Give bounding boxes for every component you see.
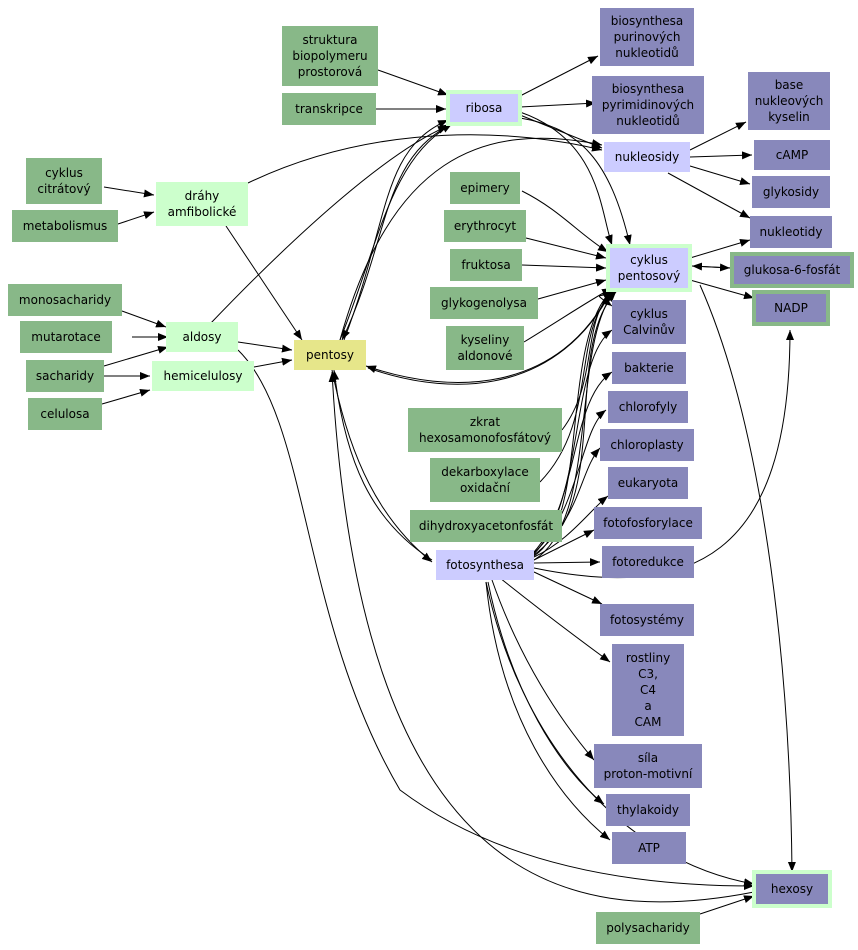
- edge-polysacharidy-hexosy: [699, 895, 755, 915]
- edge-aldosy-ribosa: [209, 125, 449, 325]
- node-bakterie[interactable]: bakterie: [612, 352, 686, 384]
- node-fotosystemy[interactable]: fotosystémy: [600, 604, 694, 636]
- edge-foto-chloroplasty: [533, 447, 601, 556]
- edge-cyklus-hexosy: [699, 284, 796, 873]
- node-eukaryota[interactable]: eukaryota: [608, 467, 688, 499]
- edge-sacharidy-aldosy: [103, 346, 169, 367]
- node-metabolismus[interactable]: metabolismus: [12, 210, 118, 242]
- edge-metabolismus-drahy: [117, 211, 155, 225]
- edge-dekarboxylace-cyklus: [539, 291, 615, 483]
- edge-foto-eukaryota: [533, 495, 609, 558]
- node-celulosa[interactable]: celulosa: [28, 398, 102, 430]
- edge-drahy-nukleosidy: [247, 134, 603, 184]
- node-chloroplasty[interactable]: chloroplasty: [600, 429, 694, 461]
- edge-monosacharidy-aldosy: [121, 310, 167, 328]
- node-pentosy[interactable]: pentosy: [294, 340, 366, 370]
- node-biosynthesa-pyrim[interactable]: biosynthesa pyrimidinových nukleotidů: [592, 76, 704, 134]
- node-aldosy[interactable]: aldosy: [166, 322, 238, 352]
- node-epimery[interactable]: epimery: [450, 172, 520, 204]
- node-transkripce[interactable]: transkripce: [282, 93, 376, 125]
- node-chlorofyly[interactable]: chlorofyly: [608, 391, 688, 423]
- edge-nukleosidy-base: [689, 121, 747, 151]
- edge-ribosa-hexosy-down: [519, 111, 613, 246]
- edge-foto-fotosystemy: [533, 571, 603, 605]
- node-base[interactable]: base nukleových kyselin: [748, 72, 830, 130]
- edge-aldosy-pentosy: [237, 341, 293, 353]
- edge-cyklus-nukleotidy: [689, 239, 751, 259]
- edge-foto-atp: [485, 581, 611, 841]
- node-glykogenolysa[interactable]: glykogenolysa: [430, 287, 538, 319]
- node-cyklus-pentosovy[interactable]: cyklus pentosový: [606, 244, 692, 292]
- edge-cyklus-nadp: [689, 279, 755, 300]
- edge-fruktosa-cyklus: [521, 263, 607, 272]
- node-cyklus-calvinuv[interactable]: cyklus Calvinův: [612, 300, 686, 344]
- node-polysacharidy[interactable]: polysacharidy: [596, 912, 700, 944]
- node-nukleotidy[interactable]: nukleotidy: [750, 216, 832, 248]
- edge-foto-rostliny: [499, 577, 611, 663]
- node-sacharidy[interactable]: sacharidy: [26, 360, 104, 392]
- node-erythrocyt[interactable]: erythrocyt: [444, 210, 526, 242]
- edge-erythrocyt-cyklus: [525, 237, 607, 260]
- edge-aldosy-hexosy: [237, 349, 755, 890]
- edge-foto-fotoredukce: [533, 558, 601, 567]
- edge-foto-nadp: [533, 329, 794, 579]
- edge-foto-hexosy: [485, 581, 755, 887]
- edge-ribosa-purin: [519, 55, 599, 97]
- node-thylakoidy[interactable]: thylakoidy: [606, 794, 690, 826]
- node-nukleosidy[interactable]: nukleosidy: [604, 142, 690, 172]
- node-dekarboxylace[interactable]: dekarboxylace oxidační: [430, 458, 540, 502]
- node-fruktosa[interactable]: fruktosa: [450, 249, 522, 281]
- edge-nukleosidy-nukleotidy: [667, 172, 751, 219]
- edge-hemicelulosy-pentosy: [253, 357, 293, 368]
- node-monosacharidy[interactable]: monosacharidy: [8, 284, 122, 316]
- node-struktura[interactable]: struktura biopolymeru prostorová: [282, 26, 378, 86]
- edge-nukleosidy-camp: [689, 151, 753, 160]
- node-fotosynthesa[interactable]: fotosynthesa: [436, 550, 534, 580]
- edge-hexosy-pentosy: [328, 371, 755, 903]
- node-ribosa[interactable]: ribosa: [446, 90, 522, 126]
- node-nadp[interactable]: NADP: [752, 290, 830, 326]
- edge-ribosa-pentosy: [341, 123, 453, 341]
- edge-ribosa-pyrim: [519, 99, 597, 108]
- node-hemicelulosy[interactable]: hemicelulosy: [152, 361, 254, 391]
- node-biosynthesa-purin[interactable]: biosynthesa purinových nukleotidů: [600, 8, 694, 66]
- node-fotoredukce[interactable]: fotoredukce: [602, 546, 694, 578]
- edge-nukleosidy-glykosidy: [689, 165, 751, 185]
- node-atp[interactable]: ATP: [612, 832, 686, 864]
- node-sila[interactable]: síla proton-motivní: [594, 744, 702, 788]
- edge-cyklus-nukleosidy: [339, 137, 603, 341]
- node-fotofosforylace[interactable]: fotofosforylace: [594, 507, 702, 539]
- edge-epimery-cyklus: [521, 190, 609, 253]
- edge-foto-sila: [491, 579, 595, 761]
- node-hexosy[interactable]: hexosy: [752, 870, 832, 908]
- node-kyseliny-aldonove[interactable]: kyseliny aldonové: [446, 326, 524, 370]
- node-glukosa-6-fosfat[interactable]: glukosa-6-fosfát: [730, 252, 854, 288]
- node-glykosidy[interactable]: glykosidy: [752, 176, 830, 208]
- edge-cyklus-pentosy: [365, 287, 613, 383]
- node-mutarotace[interactable]: mutarotace: [20, 321, 112, 353]
- node-camp[interactable]: cAMP: [754, 140, 830, 170]
- edge-struktura-ribosa: [377, 69, 449, 96]
- edge-ribosa-cyklus: [519, 117, 632, 246]
- edge-drahy-pentosy: [225, 225, 303, 341]
- edge-foto-fotofosforylace: [533, 529, 595, 561]
- node-zkrat[interactable]: zkrat hexosamonofosfátový: [408, 408, 562, 452]
- edge-pentosy-ribosa-2: [343, 119, 449, 341]
- edge-dihydroxy-cyklus: [561, 291, 617, 527]
- edge-zkrat-cyklus: [561, 289, 615, 431]
- edge-glykogenolysa-cyklus: [537, 278, 607, 300]
- node-dihydroxyaceton[interactable]: dihydroxyacetonfosfát: [410, 510, 562, 542]
- node-rostliny[interactable]: rostliny C3, C4 a CAM: [612, 644, 684, 736]
- edge-citrat-drahy: [103, 186, 155, 198]
- edge-fotosynthesa-pentosy: [331, 369, 433, 561]
- edge-cyklus-glukosa: [691, 263, 731, 272]
- node-drahy[interactable]: dráhy amfibolické: [156, 182, 248, 226]
- node-cyklus-citratovy[interactable]: cyklus citrátový: [26, 158, 102, 204]
- edge-celulosa-hemicelulosy: [101, 388, 151, 405]
